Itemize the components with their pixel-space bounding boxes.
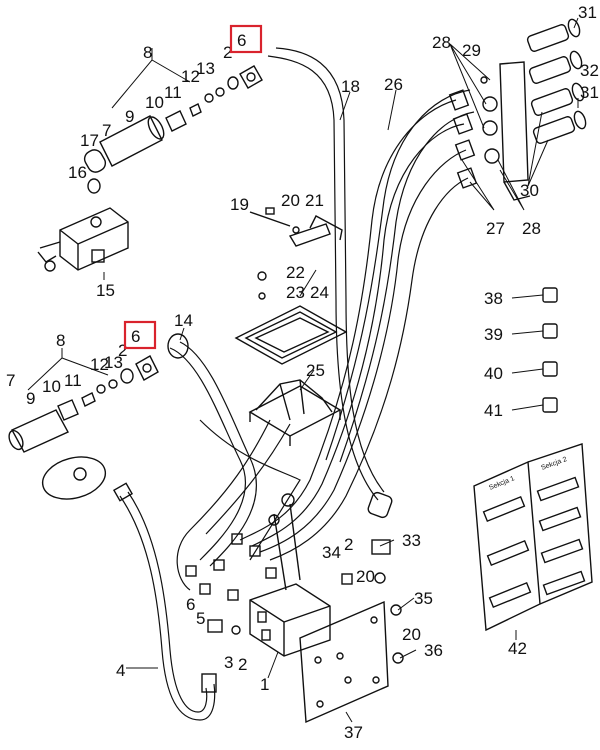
top-valve-assembly [37,48,263,280]
callout-11-middle: 11 [64,371,82,390]
callout-6-top: 6 [237,31,246,50]
callout-14: 14 [174,311,193,330]
callout-8-top: 8 [143,43,152,62]
cover-plate-24 [234,271,348,365]
callout-40: 40 [484,364,503,383]
leader-lines [126,17,579,723]
cap-17 [83,149,107,173]
callout-9-top: 9 [125,107,134,126]
callout-34: 34 [322,543,341,562]
callout-labels: 8 2 6 13 12 11 10 9 7 17 16 15 18 26 28 … [6,3,599,742]
callout-42: 42 [508,639,527,658]
coupler-3 [530,82,585,116]
callout-18: 18 [341,77,360,96]
callout-5: 5 [196,609,205,628]
callout-6-middle: 6 [131,327,140,346]
hose-end-fittings-27 [448,89,478,189]
fitting-6-top [239,65,263,89]
filter-disc [41,456,107,500]
part-10-top [165,110,187,132]
callout-37: 37 [344,723,363,742]
callout-33: 33 [402,531,421,550]
callout-20-bracket: 20 [281,191,300,210]
coupler-bracket [499,61,529,183]
callout-2-top: 2 [223,43,232,62]
callout-8-middle: 8 [56,331,65,350]
decal-section-2-title: Sekcja 2 [540,456,568,472]
callout-6-bottom: 6 [186,595,195,614]
callout-21: 21 [305,191,324,210]
quick-coupler-bank [480,18,587,201]
highlight-boxes [123,24,263,350]
callout-15: 15 [96,281,115,300]
callout-1: 1 [260,675,269,694]
valve-body-9-lower [11,409,69,453]
middle-valve-assembly [8,348,159,453]
decal-42: Sekcja 1 Sekcja 2 [473,443,593,632]
callout-7-top: 7 [102,121,111,140]
mounting-plate-37 [299,600,389,724]
callout-29: 29 [462,41,481,60]
callout-35: 35 [414,589,433,608]
callout-9-middle: 9 [26,389,35,408]
highlight-box-callout-6-middle [123,320,157,350]
callout-19: 19 [230,195,249,214]
bracket-21 [249,207,343,247]
callout-3: 3 [224,653,233,672]
callout-25: 25 [306,361,325,380]
callout-32: 32 [580,61,599,80]
coupler-4 [532,110,587,144]
coupler-2 [528,50,583,84]
callout-2-bottom: 2 [238,655,247,674]
callout-4: 4 [116,661,125,680]
callout-2-middle: 2 [118,341,127,360]
callout-22: 22 [286,263,305,282]
callout-2-right: 2 [344,535,353,554]
coupler-1 [526,18,581,52]
callout-10-middle: 10 [42,377,61,396]
valve-body-9 [99,115,163,167]
callout-28-top: 28 [432,33,451,52]
callout-20-mid: 20 [356,567,375,586]
callout-31-lower: 31 [580,83,599,102]
callout-31-top: 31 [578,3,597,22]
callout-26: 26 [384,75,403,94]
callout-38: 38 [484,289,503,308]
callout-39: 39 [484,325,503,344]
callout-36: 36 [424,641,443,660]
caps-38-41 [511,287,558,413]
control-valve-block-1 [185,493,404,664]
hoses [112,47,475,721]
callout-24: 24 [310,283,329,302]
highlight-box-callout-6-top [229,24,263,54]
callout-12-middle: 12 [90,355,109,374]
callout-11-top: 11 [164,83,182,102]
callout-12-top: 12 [181,67,200,86]
callout-16: 16 [68,163,87,182]
callout-10-top: 10 [145,93,164,112]
callout-7-middle: 7 [6,371,15,390]
spool-valve-15 [59,207,129,271]
callout-23: 23 [286,283,305,302]
callout-13-top: 13 [196,59,215,78]
fitting-6-middle [135,355,159,381]
callout-20-lower: 20 [402,625,421,644]
rubber-boot-25 [248,379,342,446]
callout-28-bottom: 28 [522,219,541,238]
callout-17: 17 [80,131,99,150]
callout-13-middle: 13 [104,353,123,372]
callout-30: 30 [520,181,539,200]
callout-27: 27 [486,219,505,238]
callout-41: 41 [484,401,503,420]
